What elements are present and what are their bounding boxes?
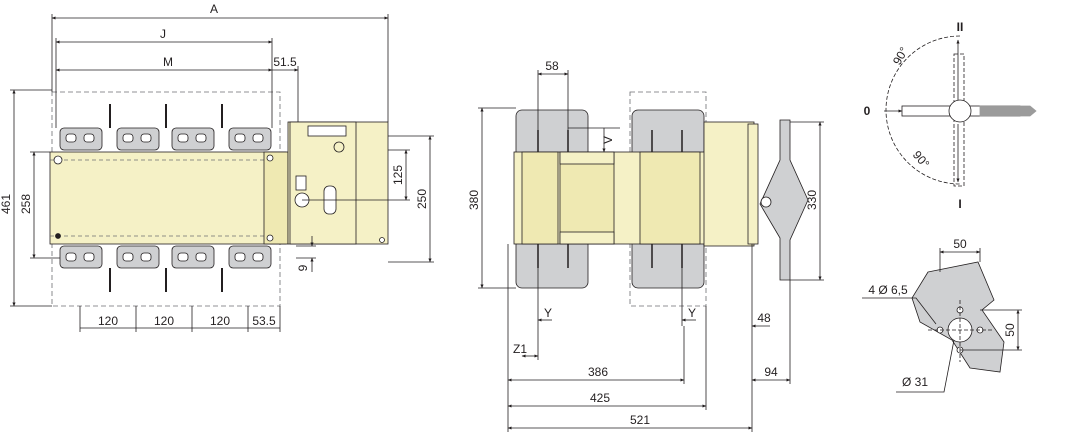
handle-arc	[885, 35, 961, 185]
dim-M: M	[163, 55, 173, 69]
position-I: I	[958, 197, 961, 211]
cutout-view	[862, 248, 1022, 393]
side-view-labels: 58 V 380 330 Y Y Z1 48 386 425 521 94	[467, 59, 819, 427]
dim-425: 425	[590, 391, 610, 405]
dim-Y-right: Y	[688, 306, 696, 320]
dim-pitch-2: 120	[154, 314, 174, 328]
side-view	[478, 70, 824, 432]
dim-9: 9	[296, 264, 310, 271]
dim-258: 258	[19, 194, 33, 214]
front-lower-terminal-holes	[65, 252, 264, 262]
label-holes: 4 Ø 6,5	[868, 283, 908, 297]
dim-94: 94	[764, 365, 778, 379]
dim-51-5: 51.5	[273, 55, 297, 69]
dim-380: 380	[467, 190, 481, 210]
dim-48: 48	[757, 311, 771, 325]
dim-Y-left: Y	[544, 306, 552, 320]
angle-top: 90°	[890, 44, 911, 67]
dim-53-5: 53.5	[252, 314, 276, 328]
dim-330: 330	[805, 190, 819, 210]
front-upper-terminals	[59, 127, 272, 151]
front-view-labels: A J M 51.5 461 258 125 250 9 120 120 120…	[0, 2, 429, 328]
label-center-hole: Ø 31	[902, 375, 928, 389]
front-upper-terminal-holes	[65, 133, 264, 143]
dim-50-side: 50	[1003, 323, 1017, 337]
dim-125: 125	[391, 165, 405, 185]
dim-461: 461	[0, 194, 13, 214]
dim-pitch-1: 120	[98, 314, 118, 328]
dim-J: J	[160, 27, 166, 41]
cutout-plate	[911, 261, 1005, 373]
dim-pitch-3: 120	[210, 314, 230, 328]
front-view	[10, 14, 434, 332]
handle-direction-arrow	[979, 105, 1037, 117]
dim-250: 250	[415, 189, 429, 209]
cutout-labels: 50 50 4 Ø 6,5 Ø 31	[868, 237, 1017, 389]
dim-50-top: 50	[953, 237, 967, 251]
dim-521: 521	[630, 413, 650, 427]
dim-Z1: Z1	[513, 342, 527, 356]
handle-position-view	[884, 35, 1037, 187]
dim-386: 386	[588, 365, 608, 379]
position-0: 0	[864, 104, 871, 118]
front-lower-terminals	[59, 245, 272, 269]
dim-58: 58	[545, 59, 559, 73]
dim-V: V	[601, 136, 615, 144]
front-main-body	[49, 151, 287, 245]
dim-A: A	[210, 2, 218, 16]
position-II: II	[957, 20, 964, 34]
